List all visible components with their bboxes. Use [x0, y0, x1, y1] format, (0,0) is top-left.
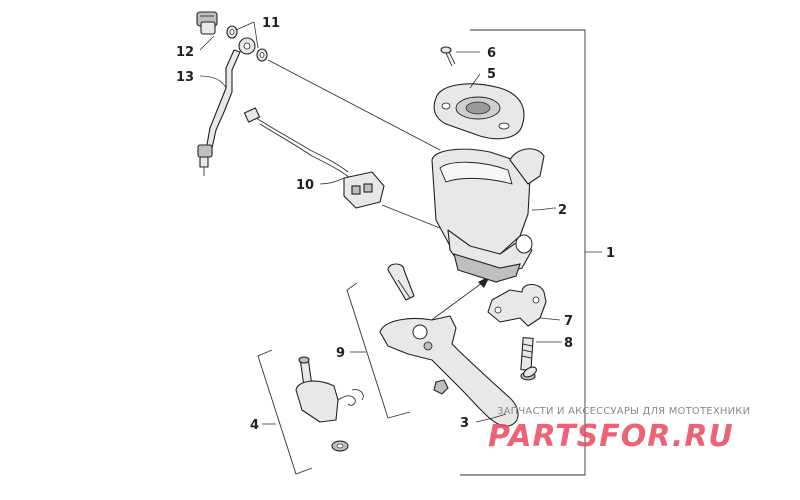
callout-7: 7 [564, 314, 573, 329]
watermark-subtitle: ЗАПЧАСТИ И АКСЕССУАРЫ ДЛЯ МОТОТЕХНИКИ [497, 406, 750, 417]
master-cylinder-2 [431, 148, 545, 283]
lever-pivot-pin [387, 263, 415, 301]
lever-nut [433, 379, 449, 395]
reservoir-cap-5 [433, 83, 525, 140]
callout-8: 8 [564, 336, 573, 351]
callout-4: 4 [250, 418, 259, 433]
switch-connector [343, 171, 385, 209]
assembly-bracket-4 [257, 349, 313, 475]
callout-12: 12 [176, 45, 194, 60]
callout-2: 2 [558, 203, 567, 218]
callout-leaders [199, 21, 562, 423]
watermark-logo: PARTSFOR.RU [488, 419, 734, 454]
callout-11: 11 [262, 16, 280, 31]
callout-5: 5 [487, 67, 496, 82]
callout-3: 3 [460, 416, 469, 431]
handlebar-clamp-7 [487, 283, 561, 327]
banjo-bolt-12 [196, 11, 218, 35]
brake-lever-3 [379, 315, 537, 427]
assembly-bracket-1 [460, 29, 602, 476]
assembly-bracket-9 [346, 282, 411, 419]
callout-10: 10 [296, 178, 314, 193]
crush-washers-11 [226, 25, 268, 62]
callout-13: 13 [176, 70, 194, 85]
callout-9: 9 [336, 346, 345, 361]
callout-6: 6 [487, 46, 496, 61]
brake-switch-4 [295, 356, 364, 452]
callout-1: 1 [606, 246, 615, 261]
brake-hose-13 [197, 37, 256, 176]
brake-light-switch-10 [243, 107, 385, 209]
watermark: ЗАПЧАСТИ И АКСЕССУАРЫ ДЛЯ МОТОТЕХНИКИ PA… [488, 406, 750, 454]
callout-labels: 1 2 3 4 5 6 7 8 9 10 11 12 13 [176, 16, 615, 433]
cover-screw-6 [440, 46, 456, 67]
